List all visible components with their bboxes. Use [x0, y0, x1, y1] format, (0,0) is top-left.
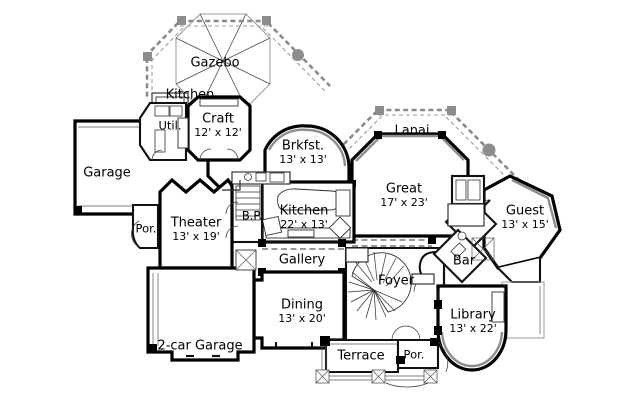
room-dim-dining: 13' x 20' [278, 312, 326, 325]
room-label-brkfst: Brkfst. [282, 139, 324, 154]
pergola-right-arm [262, 22, 331, 92]
room-dim-kitchen: 22' x 13' [280, 218, 328, 231]
room-dim-craft: 12' x 12' [194, 126, 242, 139]
porch-left [131, 203, 160, 250]
room-dim-library: 13' x 22' [449, 322, 497, 335]
guest-bay-window [497, 258, 545, 339]
library-room [434, 284, 508, 372]
powder-bath-and-service-hall [230, 171, 291, 244]
terrace-column-icon [423, 369, 438, 384]
room-label-powder: B.P. [242, 209, 262, 223]
garage-entry-passage [222, 180, 241, 239]
craft-utility-wing [138, 95, 252, 162]
room-dim-great: 17' x 23' [380, 196, 428, 209]
dining-corner-column [320, 336, 330, 346]
room-label-guest: Guest [506, 204, 544, 219]
room-label-bar: Bar [453, 254, 476, 269]
library-hall [411, 268, 446, 293]
room-dim-brkfst: 13' x 13' [279, 153, 327, 166]
room-label-kitchen: Kitchen [280, 204, 329, 219]
room-dim-guest: 13' x 15' [501, 218, 549, 231]
pergola-left-arm [143, 22, 184, 62]
garage-lower [146, 266, 256, 362]
room-label-utility: Util. [159, 119, 182, 133]
rear-hall [352, 236, 436, 247]
room-label-theater: Theater [170, 216, 222, 231]
room-label-foyer: Foyer [378, 274, 415, 289]
gazebo-beams-icon [177, 16, 271, 27]
room-label-garage2: 2-car Garage [157, 339, 242, 354]
room-label-great: Great [386, 182, 422, 197]
room-label-garage: Garage [83, 166, 131, 181]
room-dim-theater: 13' x 19' [172, 230, 220, 243]
room-label-terrace: Terrace [336, 349, 384, 364]
room-label-library: Library [450, 308, 496, 323]
terrace-column-icon [315, 369, 330, 384]
room-label-porch-right: Por. [404, 348, 425, 362]
terrace-column-icon [371, 369, 386, 384]
room-label-dining: Dining [281, 298, 323, 313]
service-closets [447, 174, 486, 227]
service-stair-icon [235, 185, 261, 221]
foyer-room [344, 246, 446, 342]
terrace-area [315, 338, 438, 388]
porch-right [396, 338, 449, 373]
great-room [349, 131, 470, 238]
mechanical-chase [235, 249, 257, 271]
room-labels-layer: Gazebo Kitchen Util. Craft 12' x 12' Gar… [83, 56, 549, 364]
dining-room [252, 270, 346, 350]
guest-suite [473, 174, 562, 270]
bar-hatch-icon [471, 237, 495, 261]
room-label-gallery: Gallery [279, 253, 326, 268]
room-label-out-kitchen: Kitchen [166, 88, 215, 103]
breakfast-nook [263, 124, 351, 182]
gazebo-structure [143, 13, 331, 109]
room-label-lanai: Lanai [394, 124, 429, 139]
room-label-gazebo: Gazebo [190, 56, 239, 71]
room-label-craft: Craft [202, 112, 234, 127]
coat-closet [345, 247, 369, 263]
room-label-porch-left: Por. [136, 222, 157, 236]
